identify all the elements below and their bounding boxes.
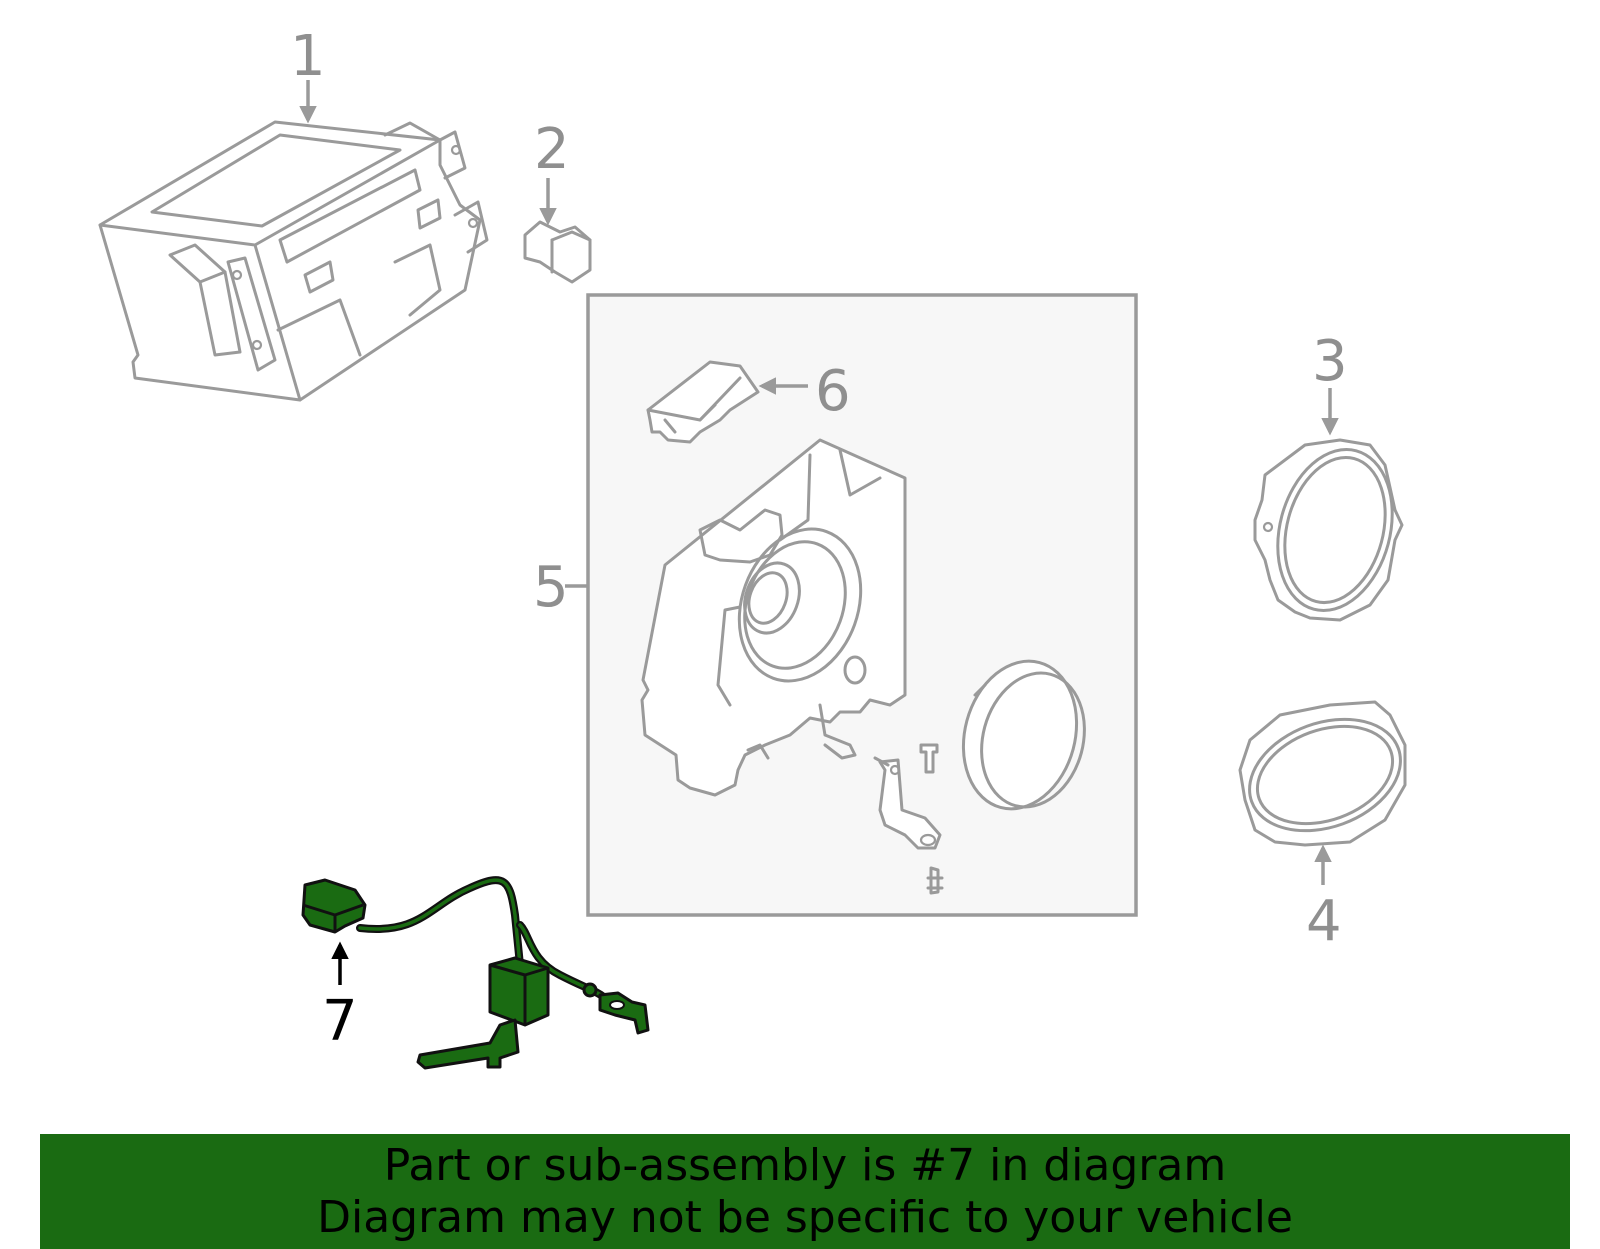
part-7-wiring-harness: 7 <box>301 876 650 1070</box>
part-6-module: 6 <box>646 359 851 444</box>
banner-line-1: Part or sub-assembly is #7 in diagram <box>383 1139 1227 1191</box>
part-1-radio-unit: 1 <box>98 24 489 402</box>
banner-line-2: Diagram may not be specific to your vehi… <box>317 1191 1293 1243</box>
part-2-connector: 2 <box>523 117 592 284</box>
part-3-speaker-ring: 3 <box>1253 329 1404 622</box>
callout-6: 6 <box>815 359 851 424</box>
callout-4: 4 <box>1306 889 1342 954</box>
box-speaker <box>961 659 1086 811</box>
callout-3: 3 <box>1312 329 1348 394</box>
part-5-subwoofer-assembly-box: 5 6 <box>533 293 1138 917</box>
part-4-speaker-ring: 4 <box>1238 700 1407 954</box>
mounting-bracket <box>873 743 944 895</box>
callout-2: 2 <box>534 117 570 182</box>
info-banner: Part or sub-assembly is #7 in diagram Di… <box>40 1134 1570 1249</box>
callout-5: 5 <box>533 555 569 620</box>
subwoofer-enclosure <box>640 438 907 797</box>
callout-7: 7 <box>322 989 358 1054</box>
callout-1: 1 <box>290 24 326 89</box>
